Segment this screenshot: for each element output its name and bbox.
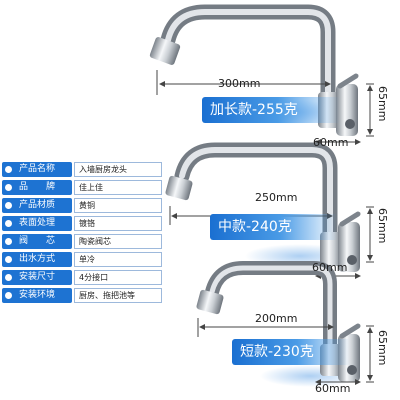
- spec-value: 厨房、拖把池等: [74, 288, 162, 303]
- spec-row: 安装环境 厨房、拖把池等: [2, 288, 162, 303]
- spec-row: 产品名称 入墙厨房龙头: [2, 162, 162, 177]
- spec-value: 黄铜: [74, 198, 162, 213]
- variant-badge-long: 加长款-255克: [202, 97, 340, 123]
- spec-label: 阀 芯: [2, 234, 72, 249]
- base-label-short: 60mm: [315, 382, 351, 395]
- spec-value: 单冷: [74, 252, 162, 267]
- spec-value: 4分接口: [74, 270, 162, 285]
- spec-value: 入墙厨房龙头: [74, 162, 162, 177]
- faucet-short: [196, 261, 374, 387]
- variant-badge-medium: 中款-240克: [210, 214, 338, 240]
- width-label-medium: 250mm: [255, 191, 298, 204]
- spec-row: 阀 芯 陶瓷阀芯: [2, 234, 162, 249]
- spec-label: 出水方式: [2, 252, 72, 267]
- base-label-long: 60mm: [313, 136, 349, 149]
- spec-row: 安装尺寸 4分接口: [2, 270, 162, 285]
- spec-value: 陶瓷阀芯: [74, 234, 162, 249]
- spec-table: 产品名称 入墙厨房龙头 品 牌 佳上佳 产品材质 黄铜 表面处理 镀铬 阀 芯 …: [2, 162, 162, 306]
- spec-label: 表面处理: [2, 216, 72, 231]
- spec-row: 出水方式 单冷: [2, 252, 162, 267]
- spec-value: 镀铬: [74, 216, 162, 231]
- spec-value: 佳上佳: [74, 180, 162, 195]
- spec-label: 安装尺寸: [2, 270, 72, 285]
- spec-label: 品 牌: [2, 180, 72, 195]
- spec-row: 产品材质 黄铜: [2, 198, 162, 213]
- spec-row: 表面处理 镀铬: [2, 216, 162, 231]
- spec-label: 产品材质: [2, 198, 72, 213]
- base-label-medium: 60mm: [312, 261, 348, 274]
- width-label-long: 300mm: [218, 77, 261, 90]
- spec-label: 安装环境: [2, 288, 72, 303]
- variant-badge-short: 短款-230克: [232, 339, 350, 365]
- height-label-short: 65mm: [376, 330, 389, 366]
- spec-label: 产品名称: [2, 162, 72, 177]
- width-label-short: 200mm: [255, 312, 298, 325]
- height-label-medium: 65mm: [376, 208, 389, 244]
- faucet-medium: [165, 142, 374, 279]
- spec-row: 品 牌 佳上佳: [2, 180, 162, 195]
- height-label-long: 65mm: [376, 86, 389, 122]
